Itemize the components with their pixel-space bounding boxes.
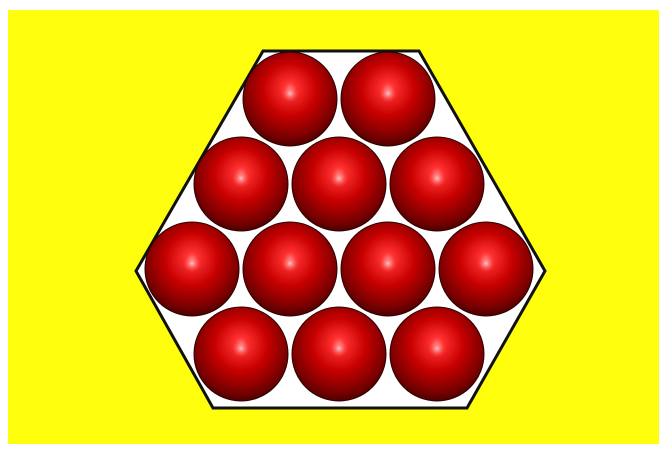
sphere-highlight	[264, 240, 316, 292]
sphere-highlight	[264, 70, 316, 122]
sphere	[194, 137, 288, 231]
sphere	[390, 307, 484, 401]
sphere-highlight	[166, 240, 218, 292]
sphere	[243, 52, 337, 146]
sphere	[292, 307, 386, 401]
sphere	[194, 307, 288, 401]
sphere	[390, 137, 484, 231]
sphere-highlight	[362, 70, 414, 122]
sphere	[145, 222, 239, 316]
sphere-highlight	[215, 325, 267, 377]
sphere	[341, 52, 435, 146]
sphere-highlight	[411, 155, 463, 207]
sphere	[341, 222, 435, 316]
sphere-highlight	[362, 240, 414, 292]
sphere-highlight	[215, 155, 267, 207]
sphere-highlight	[313, 325, 365, 377]
sphere	[439, 222, 533, 316]
sphere-highlight	[411, 325, 463, 377]
sphere	[243, 222, 337, 316]
sphere-highlight	[460, 240, 512, 292]
sphere-highlight	[313, 155, 365, 207]
sphere	[292, 137, 386, 231]
